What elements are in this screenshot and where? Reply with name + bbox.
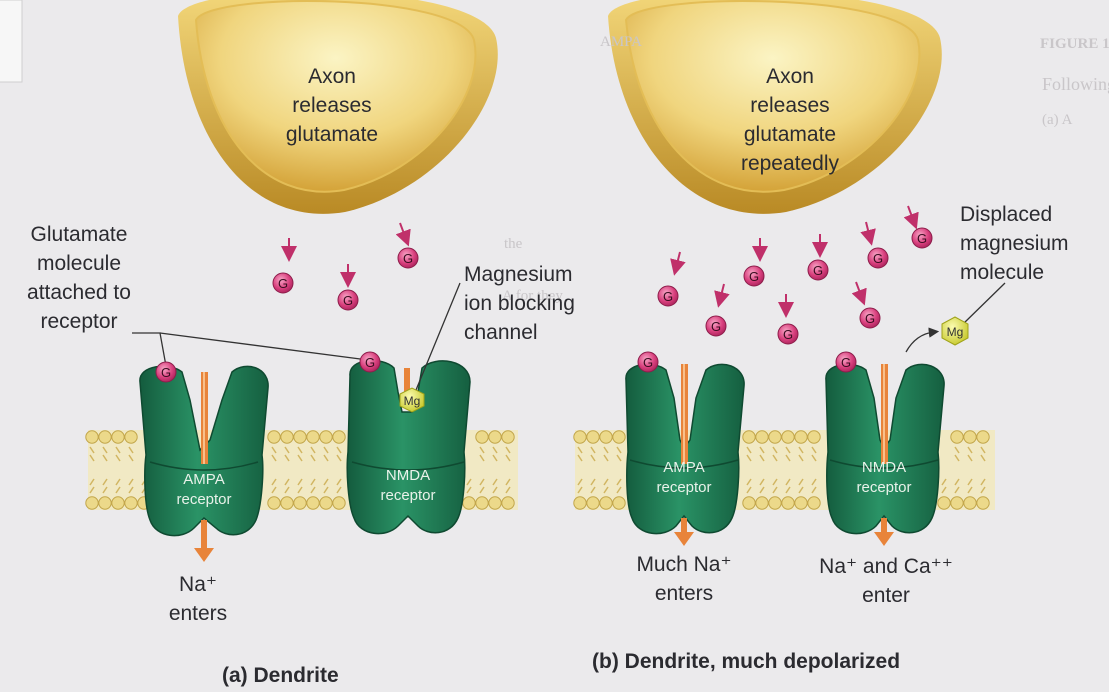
ampa-receptor-b	[626, 364, 744, 534]
lipid-head	[112, 431, 124, 443]
lipid-head	[268, 497, 280, 509]
glutamate-label: G	[161, 365, 171, 380]
lipid-head	[808, 497, 820, 509]
nmda-receptor-label-b: NMDA receptor	[830, 458, 938, 498]
glutamate-attached-label: Glutamate molecule attached to receptor	[0, 220, 158, 336]
ampa-receptor-label-a: AMPA receptor	[150, 470, 258, 510]
lipid-head	[743, 431, 755, 443]
lipid-head	[502, 497, 514, 509]
glutamate-label: G	[917, 231, 927, 246]
glutamate-label: G	[278, 276, 288, 291]
lipid-head	[600, 497, 612, 509]
lipid-head	[112, 497, 124, 509]
na-flow-arrow-a	[194, 520, 214, 562]
bg-text-line2: Following	[1042, 74, 1109, 95]
lipid-head	[125, 431, 137, 443]
lipid-head	[587, 497, 599, 509]
lipid-head	[600, 431, 612, 443]
lipid-head	[125, 497, 137, 509]
glutamate-arrows-a	[289, 223, 406, 280]
displaced-magnesium-label: Displaced magnesium molecule	[960, 200, 1069, 287]
lipid-head	[951, 497, 963, 509]
lipid-head	[743, 497, 755, 509]
nmda-receptor-label-a: NMDA receptor	[354, 466, 462, 506]
lipid-head	[613, 431, 625, 443]
axon-label-a: Axon releases glutamate	[252, 62, 412, 149]
lipid-head	[463, 497, 475, 509]
lipid-head	[320, 497, 332, 509]
ampa-receptor-a	[140, 366, 268, 535]
lipid-head	[964, 497, 976, 509]
lipid-head	[99, 497, 111, 509]
lipid-head	[613, 497, 625, 509]
lipid-head	[977, 497, 989, 509]
glutamate-label: G	[403, 251, 413, 266]
lipid-head	[294, 497, 306, 509]
lipid-head	[489, 497, 501, 509]
lipid-head	[333, 431, 345, 443]
lipid-head	[977, 431, 989, 443]
lipid-head	[294, 431, 306, 443]
lipid-head	[268, 431, 280, 443]
lipid-head	[769, 431, 781, 443]
lipid-head	[587, 431, 599, 443]
lipid-head	[307, 497, 319, 509]
page-corner	[0, 0, 22, 82]
caption-dendrite-depolarized: (b) Dendrite, much depolarized	[592, 650, 900, 674]
lipid-head	[86, 497, 98, 509]
mg-label-a: Mg	[404, 394, 421, 408]
ampa-receptor-label-b: AMPA receptor	[630, 458, 738, 498]
lipid-head	[574, 497, 586, 509]
nmda-receptor-a	[347, 360, 470, 533]
glutamate-label: G	[365, 355, 375, 370]
glutamate-label: G	[865, 311, 875, 326]
magnesium-blocking-label: Magnesium ion blocking channel	[464, 260, 575, 347]
glutamate-label: G	[813, 263, 823, 278]
bg-text-line4: AMPA	[600, 34, 642, 51]
glutamate-label: G	[749, 269, 759, 284]
bg-text-line3: (a) A	[1042, 112, 1072, 129]
magnesium-ion-b: Mg	[942, 317, 968, 345]
lipid-head	[502, 431, 514, 443]
lipid-head	[964, 431, 976, 443]
lipid-head	[86, 431, 98, 443]
lipid-head	[333, 497, 345, 509]
lipid-head	[320, 431, 332, 443]
bg-text-line6: the	[504, 236, 522, 253]
glutamate-label: G	[663, 289, 673, 304]
glutamate-label: G	[783, 327, 793, 342]
much-na-enters-label: Much Na⁺ enters	[614, 550, 754, 608]
na-enters-label: Na⁺ enters	[150, 570, 246, 628]
mg-label-b: Mg	[947, 325, 964, 339]
glutamate-label: G	[873, 251, 883, 266]
axon-label-b: Axon releases glutamate repeatedly	[700, 62, 880, 178]
glutamate-label: G	[643, 355, 653, 370]
lipid-head	[756, 431, 768, 443]
lipid-head	[795, 431, 807, 443]
caption-dendrite: (a) Dendrite	[222, 664, 339, 688]
bg-text-line1: FIGURE 13.5	[1040, 36, 1109, 53]
glutamate-label: G	[711, 319, 721, 334]
glutamate-label: G	[343, 293, 353, 308]
lipid-head	[951, 431, 963, 443]
lipid-head	[756, 497, 768, 509]
lipid-head	[307, 431, 319, 443]
lipid-head	[782, 431, 794, 443]
lipid-head	[574, 431, 586, 443]
nmda-receptor-b	[826, 364, 944, 534]
lipid-head	[769, 497, 781, 509]
lipid-head	[489, 431, 501, 443]
lipid-head	[938, 497, 950, 509]
lipid-head	[476, 431, 488, 443]
lipid-head	[99, 431, 111, 443]
lipid-head	[281, 431, 293, 443]
na-ca-enter-label: Na⁺ and Ca⁺⁺ enter	[796, 552, 976, 610]
lipid-head	[782, 497, 794, 509]
lipid-head	[281, 497, 293, 509]
glutamate-label: G	[841, 355, 851, 370]
lipid-head	[795, 497, 807, 509]
lipid-head	[476, 497, 488, 509]
lipid-head	[808, 431, 820, 443]
